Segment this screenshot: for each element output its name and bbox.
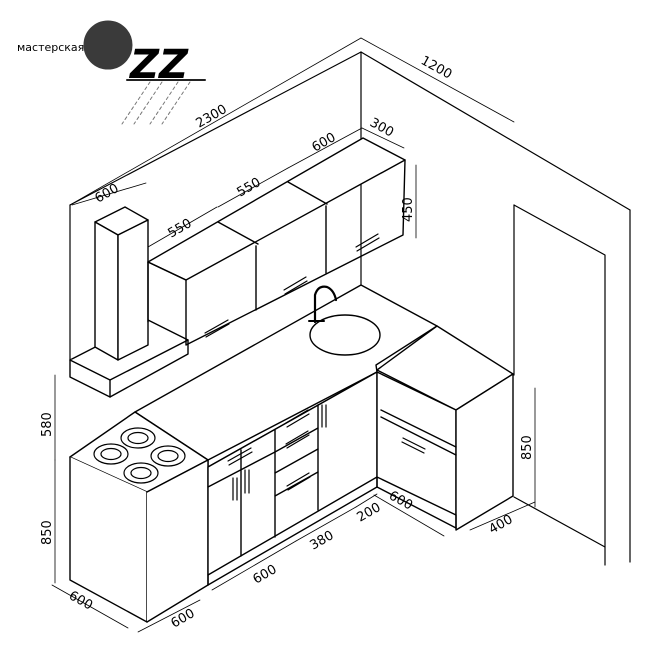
- dim-450: 450: [401, 197, 416, 222]
- door: [513, 204, 606, 566]
- logo-big-text: ZZ: [128, 42, 189, 88]
- dim-580: 580: [40, 412, 55, 437]
- dim-300: 300: [367, 115, 396, 140]
- dim-850-left: 850: [40, 520, 55, 545]
- dim-600-top: 600: [93, 181, 122, 206]
- base-cabinets: [207, 371, 378, 586]
- corner-cabinet: [376, 325, 514, 531]
- dim-400: 400: [487, 512, 516, 537]
- burner-icon: [150, 445, 186, 467]
- dim-600-stove-bottom: 600: [169, 606, 198, 631]
- range-hood: [69, 206, 189, 398]
- dim-600-base: 600: [251, 562, 280, 587]
- upper-cabinets: [147, 137, 406, 346]
- upper-handles: [204, 233, 380, 338]
- dim-2300: 2300: [194, 102, 230, 132]
- faucet-icon: [313, 285, 338, 324]
- stove: [69, 411, 209, 623]
- dim-600-b: 600: [310, 130, 339, 155]
- logo: мастерская ZZ: [17, 20, 206, 125]
- burner-icon: [123, 462, 159, 484]
- burner-icon: [120, 427, 156, 449]
- burner-icon: [93, 443, 129, 465]
- stove-burners: [93, 427, 186, 484]
- logo-small-text: мастерская: [17, 41, 84, 54]
- dim-850-right: 850: [520, 435, 535, 460]
- dim-1200: 1200: [418, 53, 454, 82]
- logo-circle: [83, 20, 133, 70]
- dim-200: 200: [355, 500, 384, 525]
- dim-600-stove-left: 600: [66, 588, 95, 613]
- dim-550-b: 550: [235, 175, 264, 200]
- corner-handles: [401, 437, 426, 454]
- base-handles: [227, 404, 327, 501]
- dimension-lines: [51, 37, 536, 633]
- sink-bowl: [309, 314, 381, 356]
